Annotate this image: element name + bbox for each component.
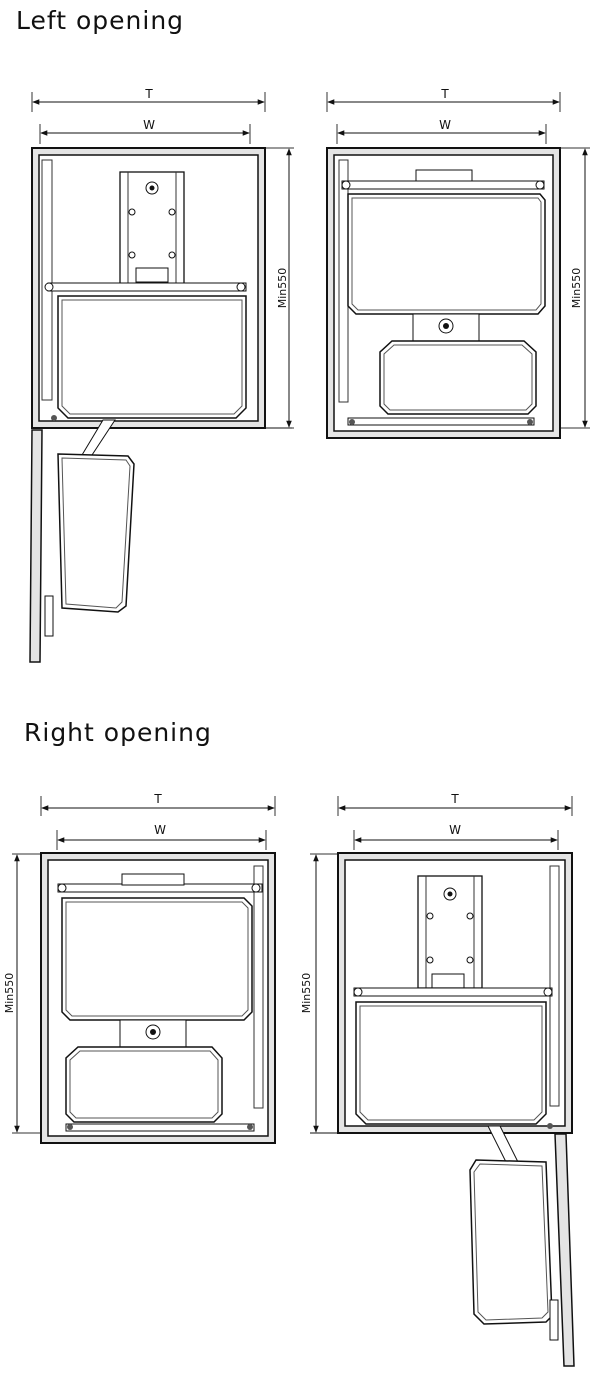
mounting-bracket: [417, 875, 483, 989]
dimension-t: T: [31, 87, 266, 112]
heading-left-opening: Left opening: [16, 6, 185, 35]
dimension-t: T: [326, 87, 561, 112]
diagram-right-opening-closed: T W Min550: [3, 792, 276, 1144]
dimension-w: W: [353, 823, 559, 850]
dimension-t: T: [337, 792, 573, 816]
hinge: [547, 1123, 553, 1129]
dim-label-w: W: [154, 823, 166, 837]
diagram-left-opening-closed: T W Min550: [326, 87, 590, 439]
dim-label-height: Min550: [570, 268, 583, 309]
dimension-height: Min550: [266, 147, 294, 429]
basket-upper: [347, 193, 546, 315]
heading-right-opening: Right opening: [24, 718, 212, 747]
crossbar: [341, 169, 545, 190]
basket-upper: [61, 897, 253, 1021]
mounting-bracket: [119, 1019, 187, 1049]
diagram-right-opening-door-open: T W Min550: [300, 792, 575, 1367]
basket-lower: [379, 340, 537, 415]
side-rail: [41, 159, 53, 401]
crossbar: [57, 873, 263, 893]
diagram-left-opening-door-open: T W Min550: [29, 87, 294, 663]
hinge: [51, 415, 57, 421]
dim-label-height: Min550: [300, 973, 313, 1014]
dimension-w: W: [336, 118, 547, 144]
dim-label-t: T: [153, 792, 162, 806]
dimension-t: T: [40, 792, 276, 816]
dim-label-w: W: [143, 118, 155, 132]
dimension-height: Min550: [300, 853, 338, 1134]
dim-label-w: W: [439, 118, 451, 132]
side-rail: [253, 865, 264, 1109]
door-open: [469, 1125, 575, 1367]
door-open: [29, 419, 135, 663]
dimension-w: W: [56, 823, 267, 850]
crossbar: [353, 987, 553, 997]
dim-label-w: W: [449, 823, 461, 837]
dim-label-t: T: [144, 87, 153, 101]
dimension-height: Min550: [3, 853, 40, 1134]
dimension-height: Min550: [561, 147, 590, 429]
bottom-rail: [347, 417, 535, 426]
basket: [355, 1001, 547, 1125]
dimension-w: W: [39, 118, 251, 144]
basket-lower: [65, 1046, 223, 1123]
mounting-bracket: [119, 171, 185, 285]
dim-label-t: T: [450, 792, 459, 806]
bottom-rail: [65, 1123, 255, 1132]
dim-label-t: T: [440, 87, 449, 101]
crossbar: [44, 282, 247, 292]
basket: [57, 295, 247, 419]
mounting-bracket: [412, 313, 480, 343]
dim-label-height: Min550: [3, 973, 16, 1014]
side-rail: [549, 865, 560, 1107]
dim-label-height: Min550: [276, 268, 289, 309]
